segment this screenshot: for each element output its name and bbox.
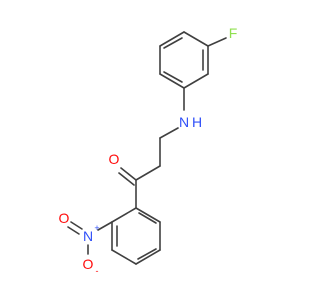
bond	[135, 249, 161, 265]
bond	[163, 71, 183, 83]
bond	[111, 249, 137, 265]
nitro-n-label: N	[83, 228, 93, 244]
bond	[159, 73, 185, 89]
fluorophenyl-ring	[159, 31, 209, 89]
nitrophenyl-ring	[111, 207, 161, 265]
nitro-o-bottom-label: O	[83, 256, 94, 272]
carbonyl-o-label: O	[109, 151, 120, 167]
bond-n-ch2	[159, 127, 179, 139]
bond	[137, 248, 157, 260]
bond	[163, 37, 183, 49]
bond	[135, 207, 161, 223]
bond-ch2-co	[135, 165, 161, 181]
bond	[183, 73, 209, 89]
bond-ring-nitro	[97, 221, 113, 231]
bond-nitro-o-1	[70, 221, 83, 230]
nitro-o-bottom-charge: -	[96, 266, 99, 276]
molecule-drawing: F N H O N + O O -	[59, 25, 238, 276]
nitro-o-top-label: O	[59, 210, 70, 226]
bond-c-o-1	[120, 167, 137, 181]
bond	[159, 31, 185, 47]
bond-nitro-o-2	[67, 226, 80, 235]
amine-n-label: N	[179, 114, 189, 130]
bond	[183, 31, 209, 47]
bond-c-f	[207, 37, 227, 47]
fluorine-label: F	[229, 25, 238, 41]
bond	[138, 212, 157, 224]
amine-h-label: H	[192, 114, 202, 130]
bond	[111, 207, 137, 223]
nitro-n-charge: +	[94, 223, 99, 233]
bond-c-o-2	[118, 172, 135, 186]
structure-canvas: F N H O N + O O -	[59, 25, 238, 276]
